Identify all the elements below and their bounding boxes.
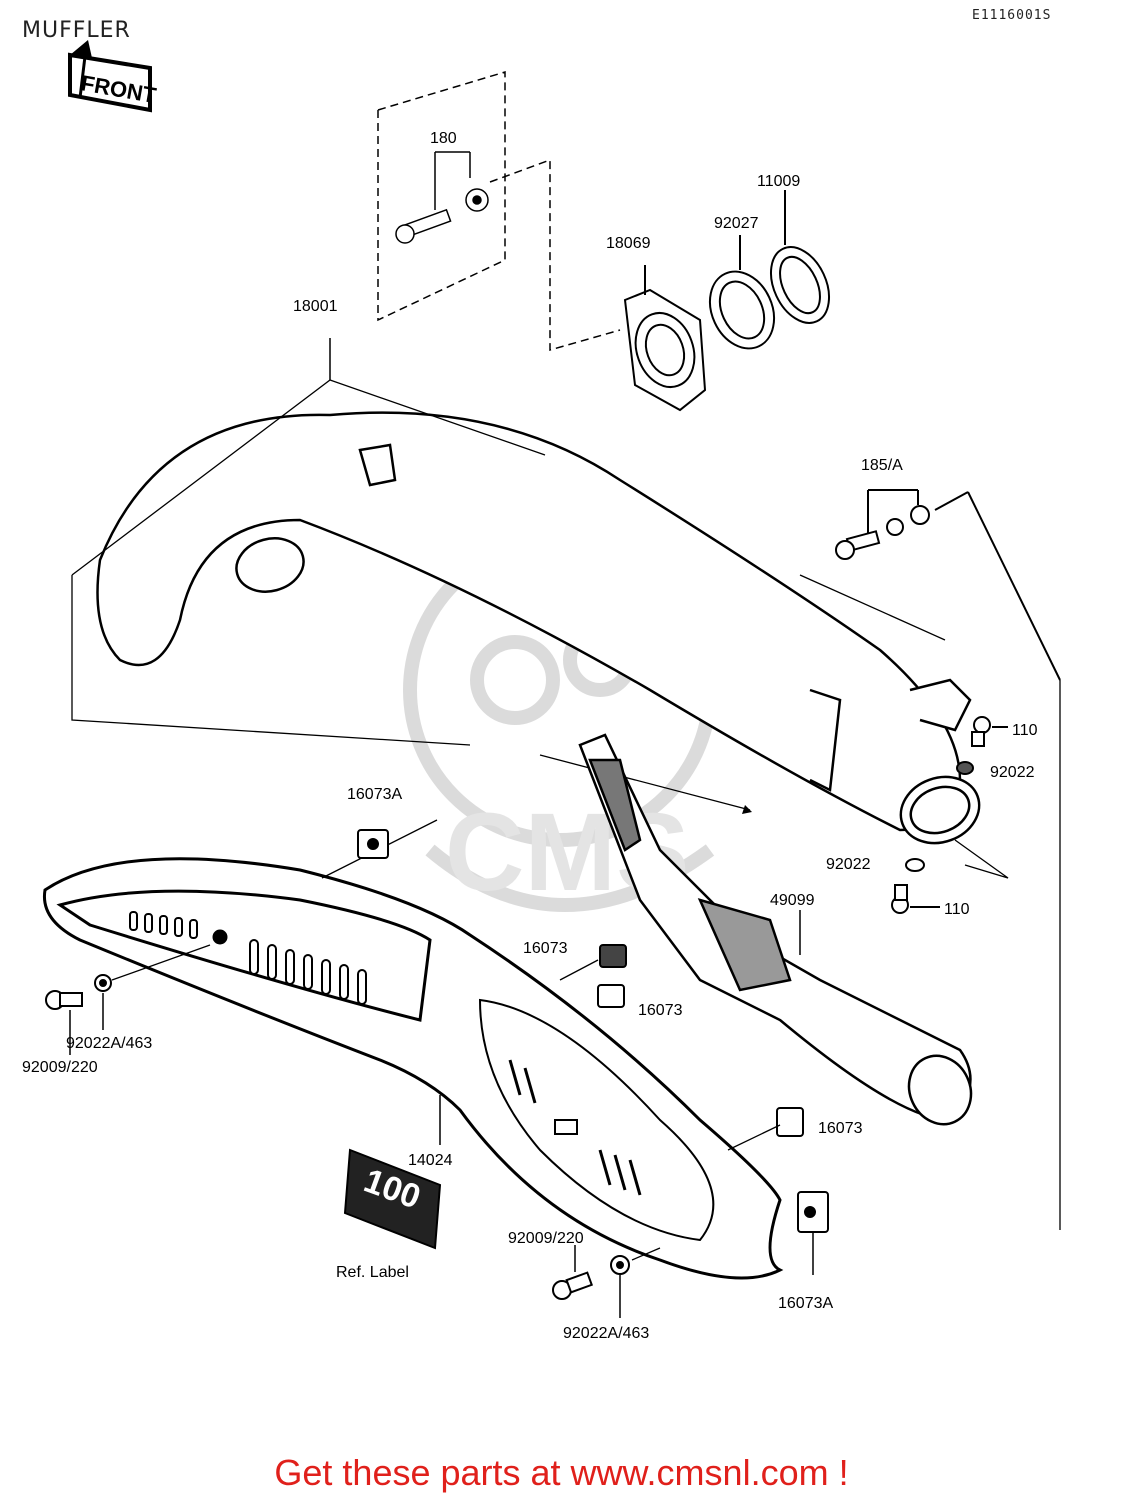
label-16073-b: 16073 (638, 1002, 683, 1019)
fastener-110-bottom (891, 884, 940, 914)
flange-18069 (623, 265, 707, 412)
label-16073-a: 16073 (523, 940, 568, 957)
inner-pipe-49099 (578, 733, 973, 1126)
label-16073a-bottom: 16073A (778, 1295, 833, 1312)
clip-16073a-bottom (797, 1191, 829, 1233)
label-92022a-bottom: 92022A/463 (563, 1325, 649, 1342)
bolt-92009-left (45, 990, 83, 1010)
label-92009-left: 92009/220 (22, 1059, 98, 1076)
label-92027: 92027 (714, 215, 759, 232)
exhaust-pipe-18001 (96, 411, 981, 845)
label-185a: 185/A (861, 457, 903, 474)
parts-diagram: CMS FRONT (22, 40, 1061, 1342)
label-11009: 11009 (757, 173, 800, 190)
clip-16073-b (597, 984, 625, 1008)
diagram-code: E1116001S (972, 8, 1052, 23)
label-16073a-top: 16073A (347, 786, 402, 803)
footer-cta-link[interactable]: Get these parts at www.cmsnl.com ! (274, 1452, 849, 1493)
clip-16073a-top (357, 829, 389, 859)
label-16073-c: 16073 (818, 1120, 863, 1137)
label-49099: 49099 (770, 892, 815, 909)
label-92022-bottom: 92022 (826, 856, 871, 873)
bolt-group-180 (377, 70, 621, 351)
bolt-92009-bottom (552, 1271, 594, 1300)
muffler-cover-14024 (42, 857, 784, 1280)
front-arrow-icon: FRONT (68, 40, 159, 113)
gasket-11009 (769, 190, 831, 324)
label-ref-label: Ref. Label (336, 1264, 409, 1281)
label-18069: 18069 (606, 235, 651, 252)
label-92022a-left: 92022A/463 (66, 1035, 152, 1052)
washer-92022-bottom (905, 858, 925, 872)
label-110-top: 110 (1012, 722, 1038, 739)
washer-92022-top (956, 761, 974, 775)
fastener-110-top (971, 716, 1008, 747)
label-110-bottom: 110 (944, 901, 970, 918)
ref-label-badge: 100 (343, 1148, 442, 1250)
clip-16073-c (776, 1107, 804, 1137)
washer-92022a-left (94, 974, 112, 992)
label-18001: 18001 (293, 298, 338, 315)
bolt-set-185a (835, 489, 1061, 681)
clip-16073-a (599, 944, 627, 968)
label-92022-top: 92022 (990, 764, 1035, 781)
collar-92027 (708, 235, 776, 350)
label-14024: 14024 (408, 1152, 453, 1169)
label-92009-bottom: 92009/220 (508, 1230, 584, 1247)
page-title: MUFFLER (22, 18, 131, 43)
label-180: 180 (430, 130, 457, 147)
washer-92022a-bottom (610, 1255, 630, 1275)
